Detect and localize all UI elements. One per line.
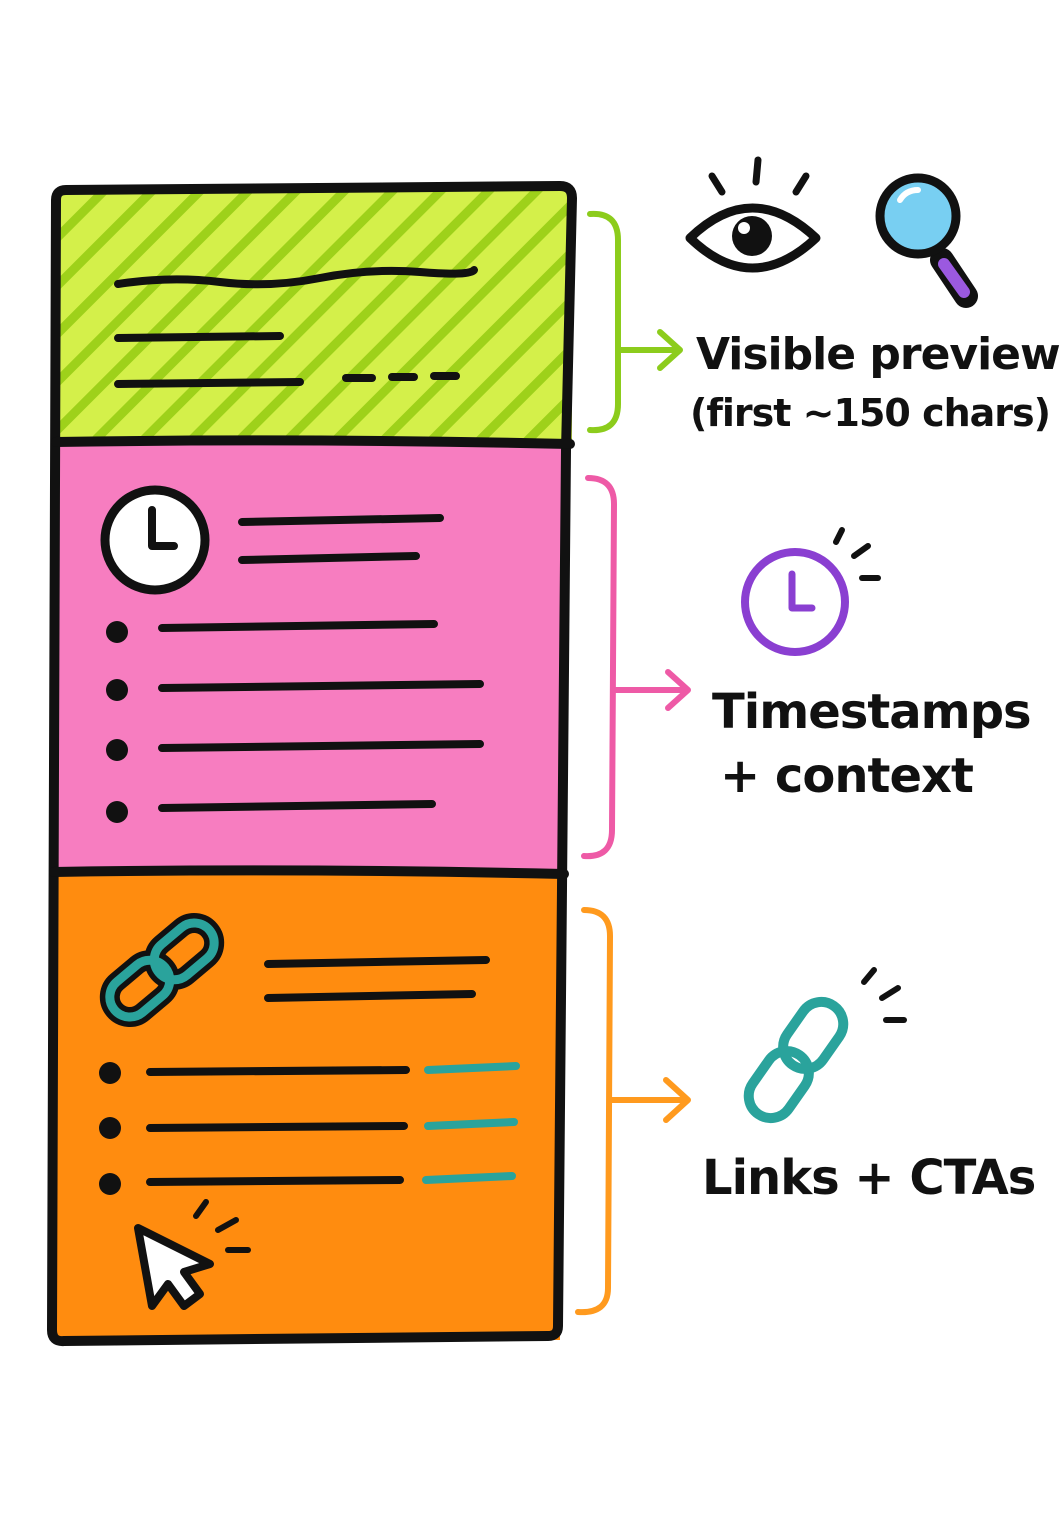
card-chain-link-icon — [99, 913, 225, 1027]
preview-bracket — [587, 210, 683, 434]
bullet — [106, 621, 128, 643]
diagram-canvas — [47, 156, 978, 1347]
timestamps-label: Timestamps + context — [712, 680, 1032, 808]
chain-link-icon — [743, 967, 907, 1124]
preview-line — [114, 332, 284, 342]
timestamp-list-line — [158, 680, 484, 692]
cta-line — [424, 1062, 520, 1074]
timestamp-list-line — [158, 800, 436, 812]
divider-1 — [51, 435, 575, 449]
links-text-lines — [146, 956, 490, 1186]
links-bullets — [99, 1062, 121, 1195]
preview-text-lines — [114, 266, 478, 388]
links-section — [52, 874, 560, 1340]
links-list-line — [146, 1066, 410, 1076]
timestamps-bracket — [581, 475, 691, 860]
bullet — [106, 679, 128, 701]
links-heading-line — [264, 990, 476, 1002]
timestamp-heading-line — [238, 552, 420, 564]
bullet — [106, 739, 128, 761]
links-heading-line — [264, 956, 490, 968]
preview-label: Visible preview (first ~150 chars) — [690, 326, 1060, 442]
bullet — [99, 1117, 121, 1139]
timestamps-label-title: Timestamps — [712, 684, 1032, 740]
links-list-line — [146, 1176, 404, 1186]
timestamps-text-lines — [158, 514, 484, 812]
preview-heading-line — [114, 266, 478, 289]
bullet — [99, 1062, 121, 1084]
clock-icon — [741, 527, 881, 656]
links-cta-lines — [422, 1062, 520, 1184]
eye-icon — [685, 156, 821, 273]
timestamp-list-line — [158, 620, 438, 632]
timestamp-heading-line — [238, 514, 444, 526]
links-label-title: Links + CTAs — [702, 1150, 1036, 1206]
timestamps-bullets — [106, 621, 128, 823]
card-outline — [47, 181, 577, 1347]
document-card — [47, 181, 577, 1347]
preview-section — [57, 190, 572, 442]
cta-line — [424, 1118, 518, 1130]
links-arrow-head — [663, 1077, 691, 1123]
preview-label-subtitle: (first ~150 chars) — [690, 391, 1051, 435]
links-list-line — [146, 1122, 408, 1132]
timestamp-list-line — [158, 740, 484, 752]
bullet — [106, 801, 128, 823]
links-bracket — [575, 907, 691, 1316]
preview-label-title: Visible preview — [696, 329, 1060, 380]
links-label: Links + CTAs — [702, 1146, 1036, 1210]
preview-line — [114, 378, 304, 388]
magnifier-icon — [875, 173, 978, 308]
timestamps-label-subtitle: + context — [720, 748, 974, 804]
divider-2 — [49, 865, 569, 879]
bullet — [99, 1173, 121, 1195]
card-clock-icon — [100, 485, 210, 595]
cta-line — [422, 1172, 516, 1184]
cursor-icon — [134, 1199, 251, 1310]
timestamps-arrow-head — [665, 669, 691, 711]
